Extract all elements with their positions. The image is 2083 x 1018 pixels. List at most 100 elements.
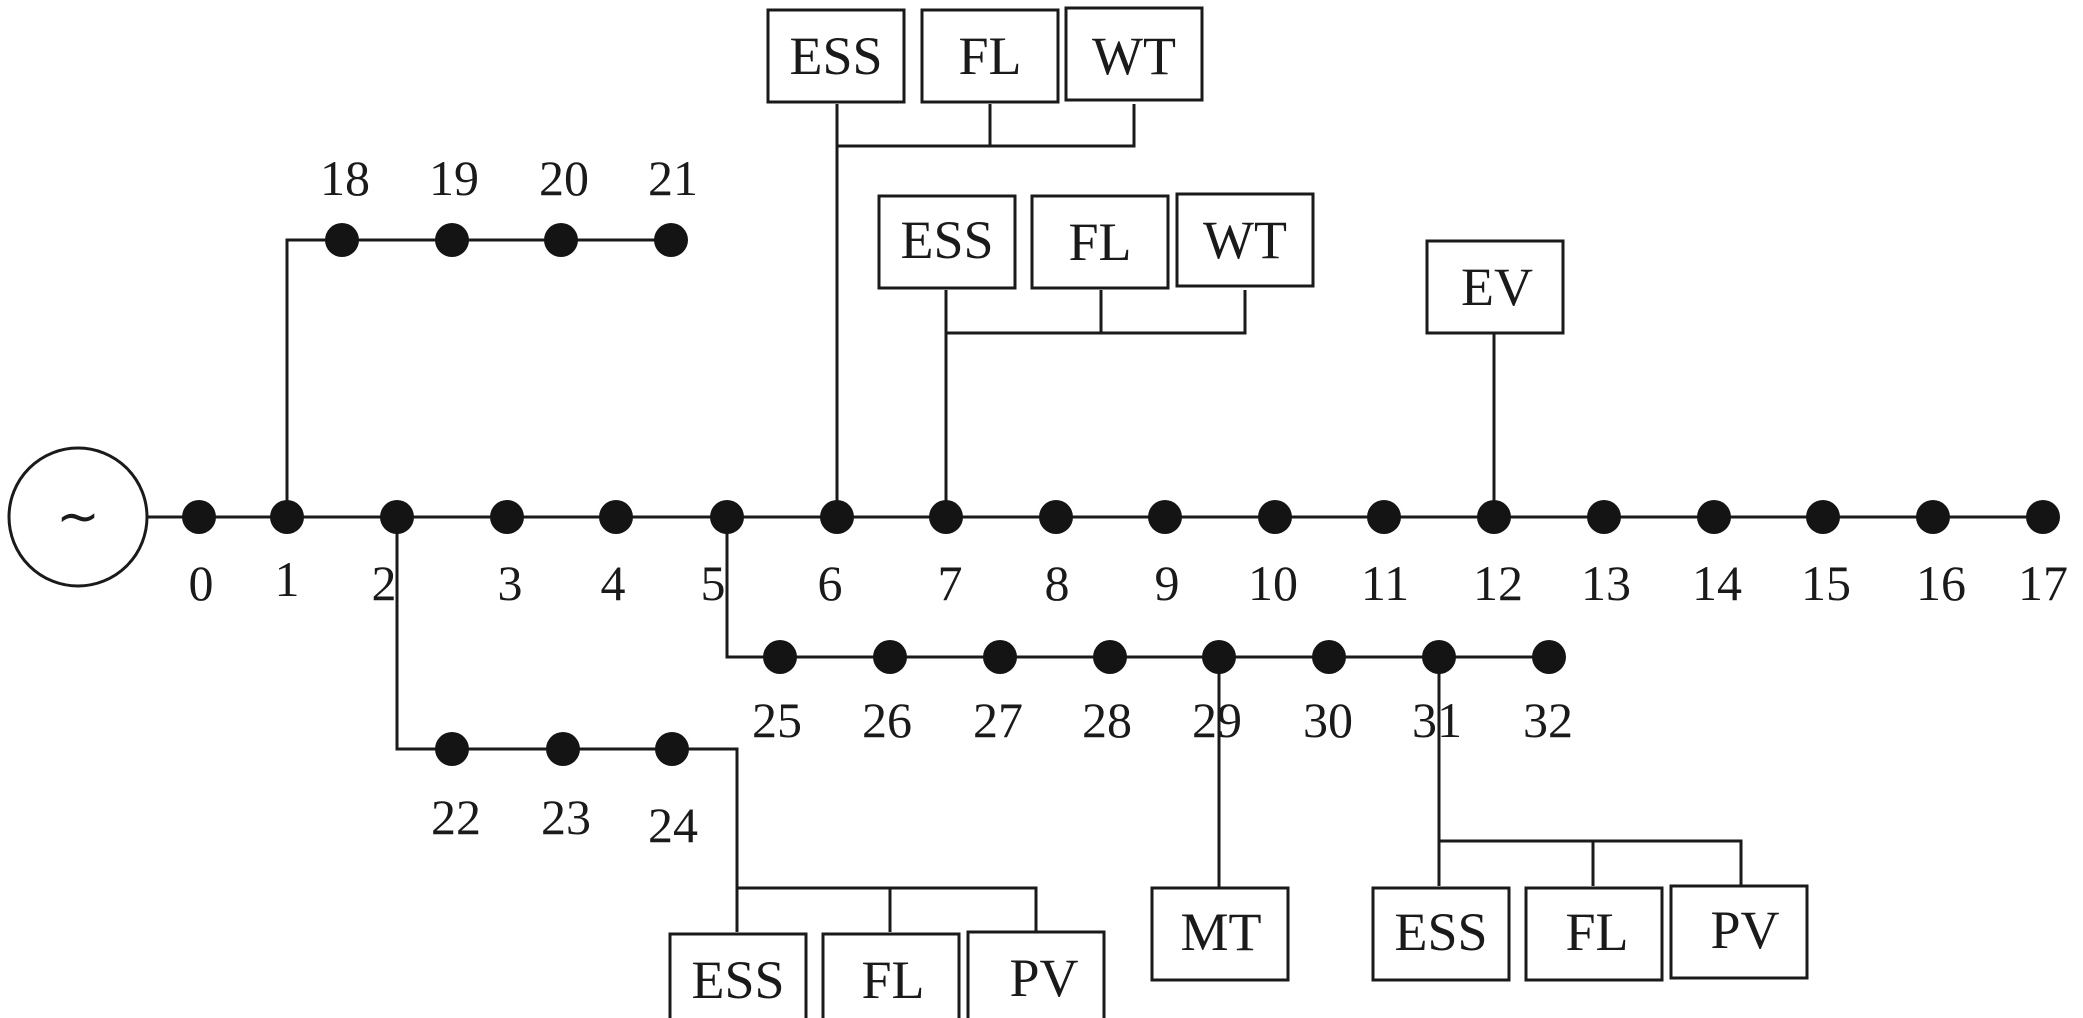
node-labels: 0 1 2 3 4 5 6 7 8 9 10 11 12 13 14 15 16… xyxy=(189,150,2069,853)
lateral-18-21-line xyxy=(285,238,671,517)
node-7-ess-box xyxy=(877,194,1017,290)
node-label-21: 21 xyxy=(648,150,698,206)
node-12-ev-label: EV xyxy=(1461,257,1533,317)
bus-node-10 xyxy=(1258,500,1292,534)
node-label-13: 13 xyxy=(1581,555,1631,611)
bus-node-4 xyxy=(599,500,633,534)
node-label-25: 25 xyxy=(752,692,802,748)
node-6-fl-label: FL xyxy=(958,26,1021,86)
device-group-node-7: ESS FL WT xyxy=(877,192,1315,290)
bus-node-18 xyxy=(325,223,359,257)
node-24-pv-label: PV xyxy=(1009,948,1078,1008)
bus-node-3 xyxy=(490,500,524,534)
ac-source-symbol: ~ xyxy=(56,487,100,547)
bus-node-32 xyxy=(1532,640,1566,674)
bus-node-31 xyxy=(1422,640,1456,674)
node-label-28: 28 xyxy=(1082,692,1132,748)
ac-source-circle xyxy=(7,446,149,588)
node-6-wt-box xyxy=(1064,6,1204,102)
bus-node-0 xyxy=(182,500,216,534)
node-label-32: 32 xyxy=(1523,692,1573,748)
node-label-18: 18 xyxy=(320,150,370,206)
node-31-pv-label: PV xyxy=(1710,900,1779,960)
node-label-19: 19 xyxy=(429,150,479,206)
node-7-wt-label: WT xyxy=(1203,210,1287,270)
node-24-ess-box xyxy=(668,932,808,1018)
node-label-0: 0 xyxy=(189,555,214,611)
node-31-fl-label: FL xyxy=(1565,902,1628,962)
bus-node-13 xyxy=(1587,500,1621,534)
node-24-fl-box xyxy=(821,932,961,1018)
node-31-pv-box xyxy=(1669,884,1809,980)
bus-node-26 xyxy=(873,640,907,674)
node-label-9: 9 xyxy=(1155,555,1180,611)
bus-node-5 xyxy=(710,500,744,534)
bus-node-9 xyxy=(1148,500,1182,534)
node-7-wt-box xyxy=(1175,192,1315,288)
node-31-fl-box xyxy=(1524,886,1664,982)
bus-node-11 xyxy=(1367,500,1401,534)
node-label-27: 27 xyxy=(973,692,1023,748)
node-label-7: 7 xyxy=(938,555,963,611)
node-label-10: 10 xyxy=(1248,555,1298,611)
bus-node-6 xyxy=(820,500,854,534)
bus-node-15 xyxy=(1806,500,1840,534)
bus-node-22 xyxy=(435,732,469,766)
node-24-ess-label: ESS xyxy=(691,950,784,1010)
node-label-1: 1 xyxy=(275,551,300,607)
node-29-mt-label: MT xyxy=(1181,902,1262,962)
device-group-node-24: ESS FL PV xyxy=(668,930,1106,1018)
node-label-11: 11 xyxy=(1361,555,1409,611)
node-24-device-bus xyxy=(737,886,1038,932)
node-label-8: 8 xyxy=(1045,555,1070,611)
bus-node-24 xyxy=(655,732,689,766)
bus-node-16 xyxy=(1916,500,1950,534)
bus-node-1 xyxy=(270,500,304,534)
node-label-5: 5 xyxy=(701,555,726,611)
node-7-ess-label: ESS xyxy=(900,210,993,270)
node-label-12: 12 xyxy=(1473,555,1523,611)
node-7-fl-box xyxy=(1030,194,1170,290)
node-6-fl-box xyxy=(920,8,1060,104)
bus-node-7 xyxy=(929,500,963,534)
node-label-23: 23 xyxy=(541,789,591,845)
node-label-31: 31 xyxy=(1412,692,1462,748)
node-label-29: 29 xyxy=(1192,692,1242,748)
device-group-node-31: ESS FL PV xyxy=(1371,884,1809,982)
node-label-4: 4 xyxy=(601,555,626,611)
node-label-6: 6 xyxy=(818,555,843,611)
node-12-ev-box xyxy=(1425,239,1565,335)
bus-node-30 xyxy=(1312,640,1346,674)
node-7-fl-label: FL xyxy=(1068,212,1131,272)
node-29-mt-box xyxy=(1150,886,1290,982)
node-7-device-bus xyxy=(946,290,1247,335)
device-group-node-29: MT xyxy=(1150,886,1290,982)
node-label-17: 17 xyxy=(2018,555,2068,611)
bus-node-17 xyxy=(2026,500,2060,534)
bus-nodes xyxy=(182,223,2060,766)
device-group-node-12: EV xyxy=(1425,239,1565,335)
bus-node-8 xyxy=(1039,500,1073,534)
node-6-ess-box xyxy=(766,8,906,104)
bus-node-23 xyxy=(546,732,580,766)
bus-node-27 xyxy=(983,640,1017,674)
node-31-ess-label: ESS xyxy=(1394,902,1487,962)
grid-source: ~ xyxy=(7,446,149,588)
node-31-ess-box xyxy=(1371,886,1511,982)
node-label-22: 22 xyxy=(431,789,481,845)
node-label-3: 3 xyxy=(498,555,523,611)
lateral-25-32-line xyxy=(725,517,1549,659)
node-label-14: 14 xyxy=(1692,555,1742,611)
bus-node-20 xyxy=(544,223,578,257)
node-label-30: 30 xyxy=(1303,692,1353,748)
node-24-pv-box xyxy=(966,930,1106,1018)
bus-node-14 xyxy=(1697,500,1731,534)
node-label-26: 26 xyxy=(862,692,912,748)
bus-node-19 xyxy=(435,223,469,257)
node-6-device-bus xyxy=(837,104,1136,148)
node-31-device-bus xyxy=(1439,839,1743,886)
node-label-2: 2 xyxy=(372,555,397,611)
node-24-fl-label: FL xyxy=(861,950,924,1010)
bus-node-12 xyxy=(1477,500,1511,534)
